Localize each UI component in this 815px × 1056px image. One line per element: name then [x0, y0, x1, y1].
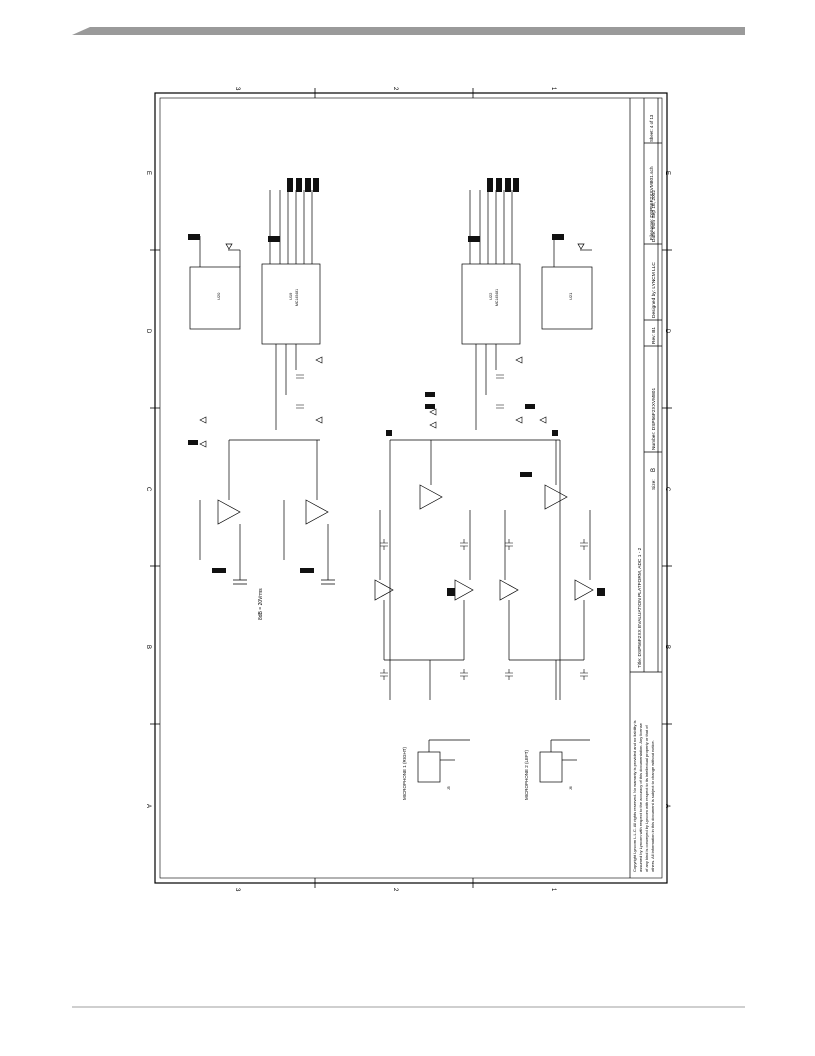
- zone-row-2-top: 2: [392, 87, 398, 91]
- tb-size-value: B: [651, 468, 657, 472]
- passives: [296, 374, 588, 680]
- gain-note: 8dB = 20Vrms: [258, 588, 264, 620]
- net-flag-u22: [468, 236, 480, 242]
- u22-part: MC145481: [495, 289, 499, 306]
- zone-col-d-left: D: [145, 329, 151, 334]
- codec-u20: [189, 236, 241, 330]
- upper-opamps: [199, 439, 335, 585]
- title-block-text: Filename: DSP56F2XXVM801.sch Sheet: 4 of…: [632, 114, 657, 872]
- net-flag-u19: [268, 236, 280, 242]
- tb-title: Title: DSP56F2XX EVALUATION PLATFORM, AD…: [637, 547, 643, 668]
- tb-rev: Rev: B1: [651, 327, 657, 344]
- zone-col-e-left: E: [145, 171, 151, 175]
- zone-col-a-left: A: [145, 804, 151, 808]
- zone-row-3-bottom: 3: [234, 888, 240, 892]
- tb-copyright-4: others. All information in this document…: [650, 740, 655, 872]
- mic2-ref: J6: [569, 786, 573, 790]
- tb-filename: Filename: DSP56F2XXVM801.sch: [649, 166, 655, 240]
- u19-part: MC145481: [295, 289, 299, 306]
- tb-copyright-1: Copyright Lyncom L.L.C. All rights reser…: [632, 721, 637, 872]
- sheet-border-inner: [159, 97, 663, 879]
- mic2-label: MICROPHONE 2 (LEFT): [524, 749, 529, 800]
- ground-symbols: [199, 356, 547, 448]
- title-block: [629, 98, 662, 878]
- tb-sheet: Sheet: 4 of 13: [649, 114, 654, 142]
- header-bar: [72, 27, 745, 35]
- net-flag-u21: [552, 234, 564, 240]
- zone-row-labels-top: 3 2 1: [234, 87, 556, 91]
- u20-ref: U20: [216, 292, 221, 300]
- net-flag-u20: [188, 234, 200, 240]
- zone-col-d-right: D: [664, 329, 670, 334]
- mid-opamps: [374, 439, 594, 700]
- mic-jack-1: [417, 739, 470, 783]
- zone-row-labels-bottom: 3 2 1: [234, 888, 556, 892]
- zone-row-1-bottom: 1: [550, 888, 556, 892]
- zone-row-3-top: 3: [234, 87, 240, 91]
- bus-flags-u19: [287, 178, 319, 192]
- mic1-label: MICROPHONE 1 (RIGHT): [402, 746, 407, 800]
- tb-copyright-2: assumed by Lyncom with respect to the ac…: [638, 722, 643, 872]
- bus-flags-u22: [487, 178, 519, 192]
- tb-number: Number: DSP56F2XXVM801: [651, 388, 657, 450]
- u21-ref: U21: [568, 292, 573, 300]
- mid-flags: [386, 392, 605, 596]
- codec-u21: [541, 236, 593, 330]
- zone-col-a-right: A: [664, 804, 670, 808]
- zone-row-2-bottom: 2: [392, 888, 398, 892]
- zone-col-b-left: B: [145, 645, 151, 649]
- sheet-border-outer: [154, 92, 668, 884]
- codec-u22: [461, 190, 521, 430]
- upper-flags: [188, 440, 314, 573]
- zone-col-c-right: C: [664, 487, 670, 492]
- tb-copyright-3: of any kind is conveyed by Lyncom with r…: [644, 725, 649, 872]
- zone-col-labels-right: A B C D E: [664, 171, 670, 808]
- header-bar-tip: [72, 27, 90, 35]
- codec-u19: [261, 190, 321, 430]
- u22-ref: U22: [488, 292, 493, 300]
- zone-col-b-right: B: [664, 645, 670, 649]
- zone-col-c-left: C: [145, 487, 151, 492]
- zone-col-e-right: E: [664, 171, 670, 175]
- u19-ref: U19: [288, 292, 293, 300]
- mic-jack-2: [539, 739, 590, 783]
- mic1-ref: J5: [447, 786, 451, 790]
- zone-row-1-top: 1: [550, 87, 556, 91]
- zone-ticks: [150, 88, 672, 888]
- tb-designed: Designed by: LYNCM LLC: [651, 262, 657, 318]
- tb-date: Date: Mon Sep 16, 2002: [651, 190, 657, 242]
- zone-col-labels-left: A B C D E: [145, 171, 151, 808]
- footer-line: [72, 1006, 745, 1008]
- tb-size: Size:: [651, 479, 657, 490]
